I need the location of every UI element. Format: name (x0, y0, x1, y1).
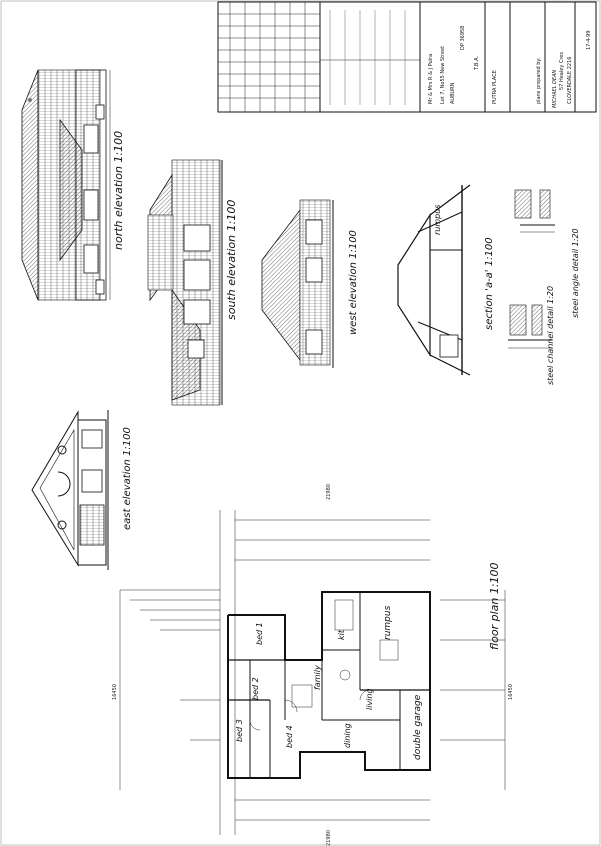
room-rumpus: rumpus (383, 605, 393, 640)
south-elevation: south elevation 1:100 (147, 159, 238, 406)
floor-plan-title: floor plan 1:100 (488, 562, 501, 650)
client-name: Mr & Mrs R & J Pulra (428, 54, 434, 104)
overall-width-top: 21980 (326, 484, 332, 500)
project-name: PUTRA PLACE (492, 70, 498, 104)
room-kitchen: kit (337, 629, 346, 640)
steel-channel-detail: steel channel detail 1:20 (508, 286, 555, 385)
west-elevation-title: west elevation 1:100 (348, 230, 359, 335)
room-dining: dining (343, 723, 352, 748)
site-address: Lot 7, No55 New Street (440, 46, 446, 104)
deposited-plan: DP 36958 (460, 26, 466, 50)
section-aa: rumpus section 'a-a' 1:100 (397, 184, 495, 376)
designer-name: MICHAEL DEAN (552, 70, 558, 108)
site-suburb: AUBURN (450, 82, 456, 104)
overall-depth-right: 16450 (508, 684, 514, 700)
room-bed1: bed 1 (255, 622, 264, 645)
section-aa-title: section 'a-a' 1:100 (484, 237, 495, 330)
north-elevation-title: north elevation 1:100 (112, 131, 125, 250)
section-room-label: rumpus (433, 205, 442, 235)
steel-angle-detail: steel angle detail 1:20 (514, 189, 580, 318)
room-family: family (313, 665, 322, 690)
plans-prepared-by: plans prepared by: (536, 57, 542, 104)
designer-suburb: CLOVERDALE 2216 (567, 57, 573, 104)
title-block: Mr & Mrs R & J Pulra Lot 7, No55 New Str… (217, 1, 597, 113)
floor-plan: 21980 21980 16450 16450 bed 1 bed 2 bed … (112, 484, 514, 846)
west-elevation: west elevation 1:100 (261, 199, 359, 368)
room-bed4: bed 4 (285, 725, 294, 748)
east-elevation-title: east elevation 1:100 (122, 427, 133, 530)
drawing-date: 17-4-99 (586, 30, 592, 50)
overall-width-bottom: 21980 (326, 830, 332, 846)
east-elevation: east elevation 1:100 (31, 410, 133, 570)
room-bed2: bed 2 (251, 677, 260, 700)
steel-angle-detail-title: steel angle detail 1:20 (571, 228, 580, 318)
designer-address: 57 Healey Cres (559, 52, 565, 90)
revision-schedule (218, 2, 320, 112)
north-elevation: north elevation 1:100 (21, 69, 125, 301)
room-living: living (365, 688, 374, 710)
scale-note: T.B.A. (474, 56, 480, 71)
room-bed3: bed 3 (235, 719, 244, 742)
steel-channel-detail-title: steel channel detail 1:20 (546, 286, 555, 385)
south-elevation-title: south elevation 1:100 (225, 200, 238, 320)
overall-depth-left: 16450 (112, 684, 118, 700)
room-double-garage: double garage (413, 694, 423, 760)
